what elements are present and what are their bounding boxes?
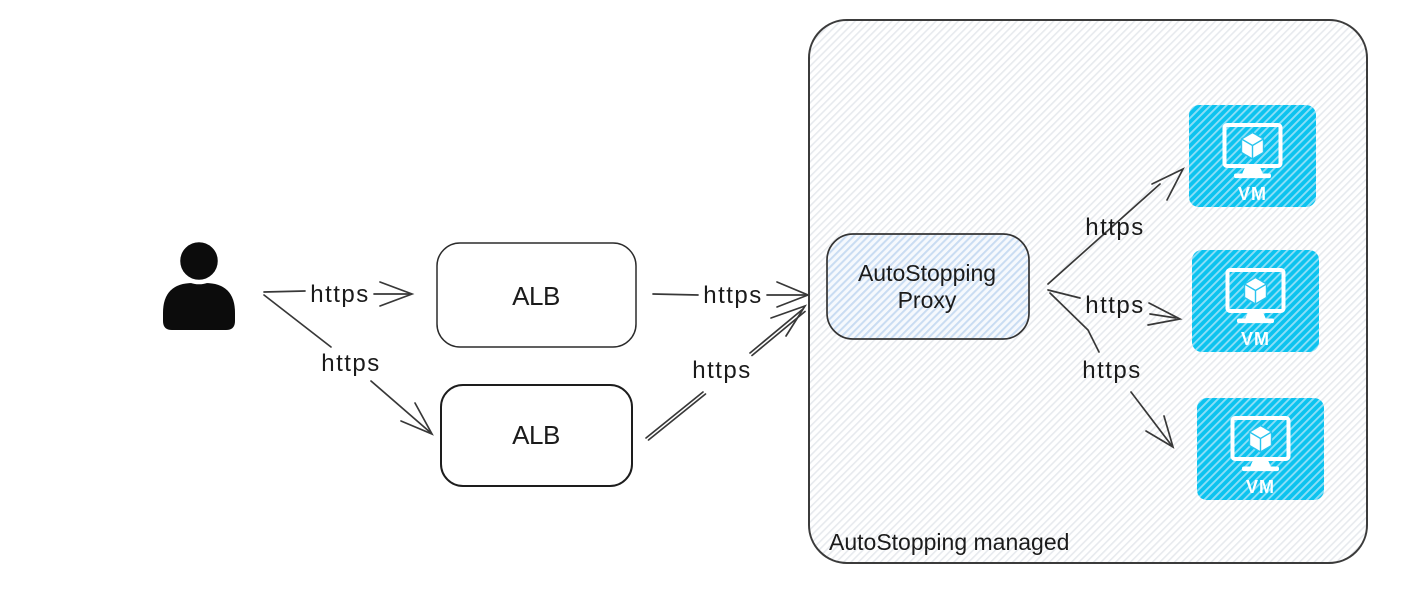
svg-text:https: https	[1085, 214, 1145, 241]
svg-text:https: https	[310, 281, 370, 308]
svg-text:AutoStopping: AutoStopping	[858, 260, 996, 286]
svg-text:https: https	[1082, 357, 1142, 384]
svg-text:https: https	[692, 357, 752, 384]
svg-text:ALB: ALB	[512, 281, 560, 311]
svg-text:https: https	[321, 350, 381, 377]
svg-text:Proxy: Proxy	[898, 287, 957, 313]
svg-text:AutoStopping managed: AutoStopping managed	[829, 529, 1069, 555]
svg-text:https: https	[703, 282, 763, 309]
svg-text:ALB: ALB	[512, 420, 560, 450]
svg-text:https: https	[1085, 292, 1145, 319]
